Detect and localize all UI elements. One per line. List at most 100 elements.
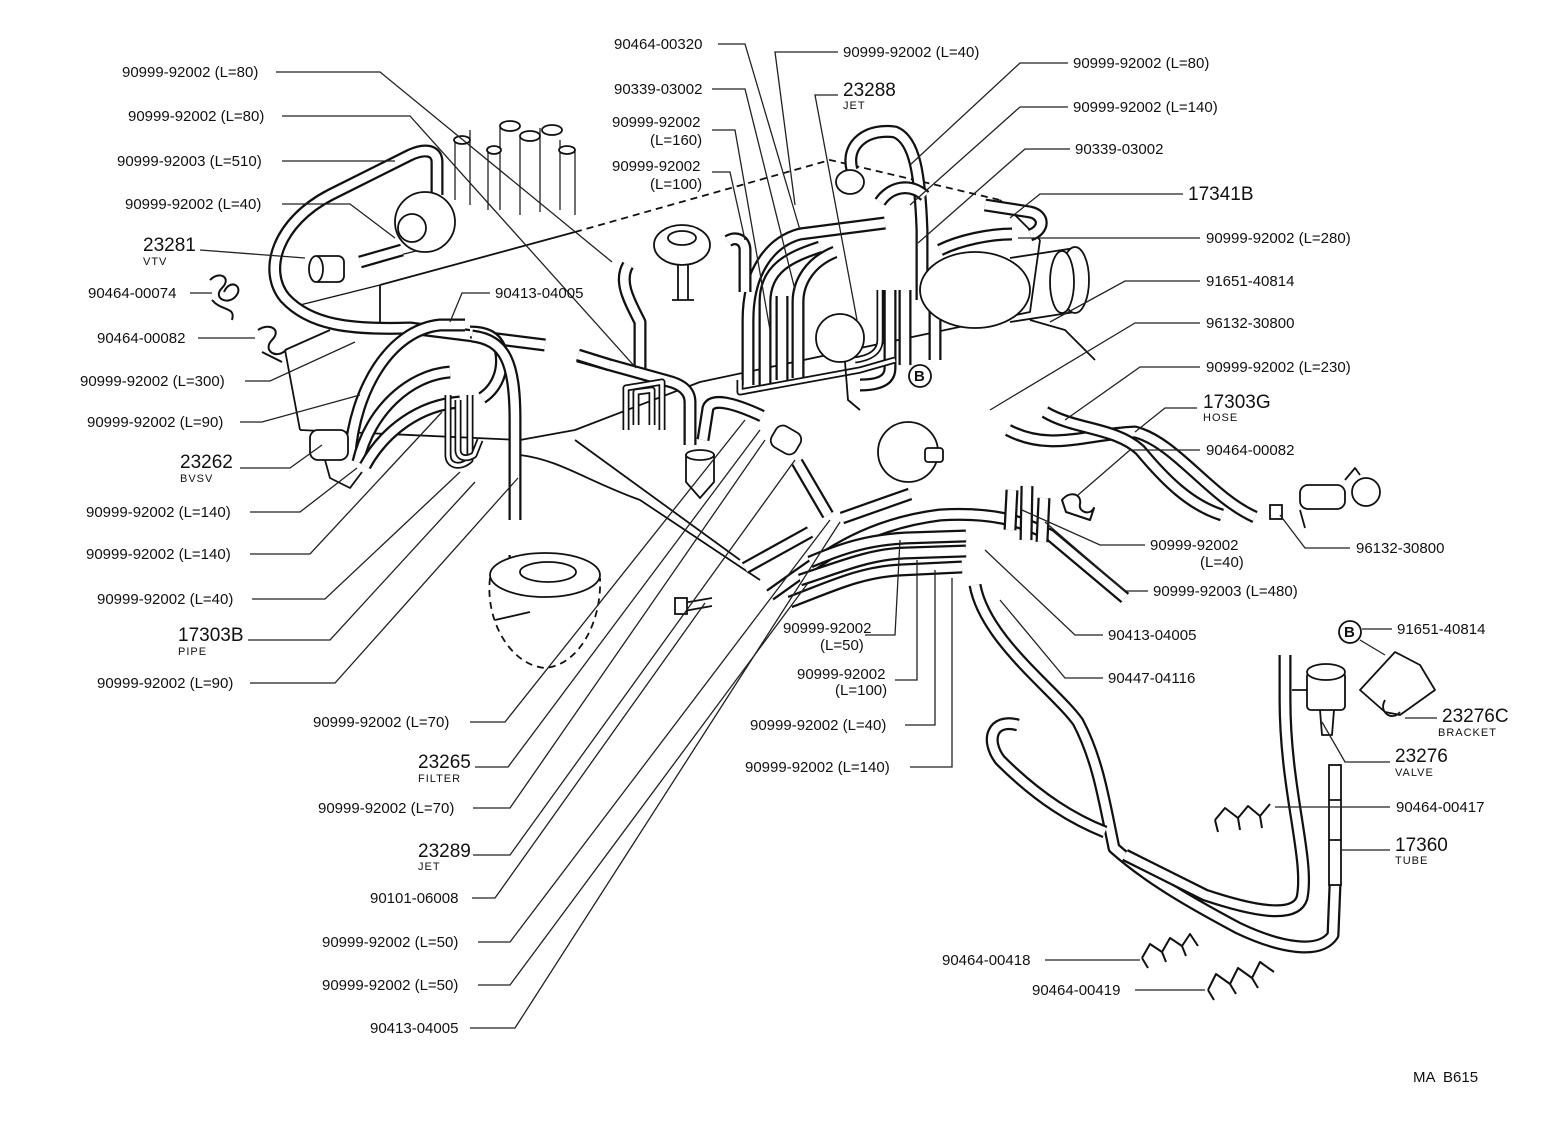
diagram-code: MA B615 xyxy=(1413,1069,1478,1086)
part-number-label: 90999-92003 (L=480) xyxy=(1153,583,1298,600)
part-length-label: (L=40) xyxy=(1200,554,1244,571)
part-number-label: 90464-00074 xyxy=(88,285,176,302)
filter-23265 xyxy=(685,449,715,500)
part-number-label: 90999-92002 xyxy=(797,666,885,683)
leader-line xyxy=(1077,449,1200,496)
hose-90447-04116-core xyxy=(970,584,1340,952)
leader-line xyxy=(282,115,637,369)
leader-line xyxy=(473,439,766,809)
part-number-label: 90999-92002 (L=90) xyxy=(97,675,233,692)
canister-body xyxy=(488,577,601,669)
hose-17341b-core xyxy=(984,200,1046,240)
hose-jet-top-l80-core xyxy=(846,127,927,300)
part-number-label: 90999-92002 (L=80) xyxy=(1073,55,1209,72)
marker-circle xyxy=(1338,620,1362,644)
clip-90464-00082-left xyxy=(257,325,287,363)
part-number-label: 90999-92002 (L=300) xyxy=(80,373,225,390)
leader-line xyxy=(984,549,1103,636)
clip-90464-00418 xyxy=(1141,933,1199,969)
hose-l510-core xyxy=(270,146,546,350)
part-number-label: 90999-92002 (L=50) xyxy=(322,977,458,994)
leader-line xyxy=(478,582,809,986)
part-number-label: 96132-30800 xyxy=(1356,540,1444,557)
bracket-23276c xyxy=(1359,651,1436,717)
leader-line xyxy=(1321,721,1390,763)
leader-line xyxy=(252,471,461,600)
diaphragm-valve-left xyxy=(394,191,456,253)
distributor-cap xyxy=(453,120,576,215)
leader-line xyxy=(240,394,361,423)
hose-lower-l40-core xyxy=(788,562,963,606)
distributor-terminal xyxy=(499,120,521,132)
distributor-terminal xyxy=(558,145,576,155)
part-number-label: 91651-40814 xyxy=(1206,273,1294,290)
jet-top-body xyxy=(835,169,865,195)
part-number-label: 90413-04005 xyxy=(1108,627,1196,644)
part-length-label: (L=100) xyxy=(650,176,702,193)
hose-jet-l50-core xyxy=(793,459,832,518)
leader-line xyxy=(240,444,323,469)
valve-23276-top xyxy=(1306,663,1346,681)
hose-upper-vertical-1-core xyxy=(743,218,886,385)
hose-l100-top-core xyxy=(725,234,750,292)
part-number-label: 90999-92002 (L=50) xyxy=(322,934,458,951)
part-name-label: HOSE xyxy=(1203,412,1238,424)
egr-modulator-stem xyxy=(672,265,694,301)
leader-line xyxy=(276,71,613,263)
leader-lines xyxy=(190,43,1437,1029)
part-number-label: 90339-03002 xyxy=(614,81,702,98)
air-intake xyxy=(919,246,1090,329)
intake-bellows xyxy=(1049,250,1075,314)
charcoal-canister xyxy=(488,552,601,669)
center-valve-body xyxy=(815,313,865,363)
part-number-label: 90464-00320 xyxy=(614,36,702,53)
leader-line xyxy=(1009,193,1183,219)
head-side-edge xyxy=(284,329,331,431)
throttle-body xyxy=(919,251,1031,329)
bvsv-23262 xyxy=(309,429,363,489)
hose-l90-left-core xyxy=(353,367,451,463)
tube-body xyxy=(1328,764,1342,886)
pipe-upper-right-2-core xyxy=(854,290,882,362)
part-length-label: (L=160) xyxy=(650,132,702,149)
canister-cap xyxy=(519,561,577,583)
part-number-label: 90999-92002 (L=40) xyxy=(750,717,886,734)
part-number-label: 90447-04116 xyxy=(1108,670,1195,687)
hose-lower-l100-core xyxy=(798,546,967,585)
leader-line xyxy=(712,129,771,331)
leader-line xyxy=(814,94,858,321)
part-number-label: 90999-92002 (L=70) xyxy=(313,714,449,731)
part-number-label: 90999-92002 (L=40) xyxy=(97,591,233,608)
leader-line xyxy=(718,43,801,231)
leader-line xyxy=(470,419,746,723)
vacuum-switching-valve xyxy=(877,421,944,483)
egr-modulator-top xyxy=(667,230,697,246)
valve-right-clamp xyxy=(1269,504,1283,520)
distributor-body xyxy=(454,125,576,215)
vtv-23281 xyxy=(308,255,345,283)
hose-vtv-l40-core xyxy=(358,245,404,267)
part-name-label: JET xyxy=(843,100,866,112)
part-number-label: 90999-92002 (L=140) xyxy=(86,546,231,563)
part-number-label: 90413-04005 xyxy=(370,1020,458,1037)
jet-23289 xyxy=(769,424,803,456)
part-number-label: 90999-92002 xyxy=(783,620,871,637)
leader-line xyxy=(1134,407,1197,433)
hose-valve-vacuum-core xyxy=(1123,655,1308,915)
leader-line xyxy=(909,62,1068,166)
leader-line xyxy=(712,88,796,291)
hose-l70-filter-core xyxy=(576,351,695,445)
part-name-label: VTV xyxy=(143,256,167,268)
hose-l40-right-2-core xyxy=(1021,485,1032,541)
valve-right-bracket xyxy=(1299,467,1361,529)
part-number-label: 90999-92002 (L=90) xyxy=(87,414,223,431)
canister-port xyxy=(494,611,531,621)
part-number-label: 90999-92002 xyxy=(612,158,700,175)
hose-l300-core xyxy=(345,320,465,456)
leader-line xyxy=(774,51,838,206)
part-number-label: 90999-92002 (L=280) xyxy=(1206,230,1351,247)
marker-circle xyxy=(908,364,932,388)
leader-line xyxy=(472,602,706,899)
bolt-90101-06008 xyxy=(674,597,713,615)
bracket-plate xyxy=(1359,651,1436,716)
